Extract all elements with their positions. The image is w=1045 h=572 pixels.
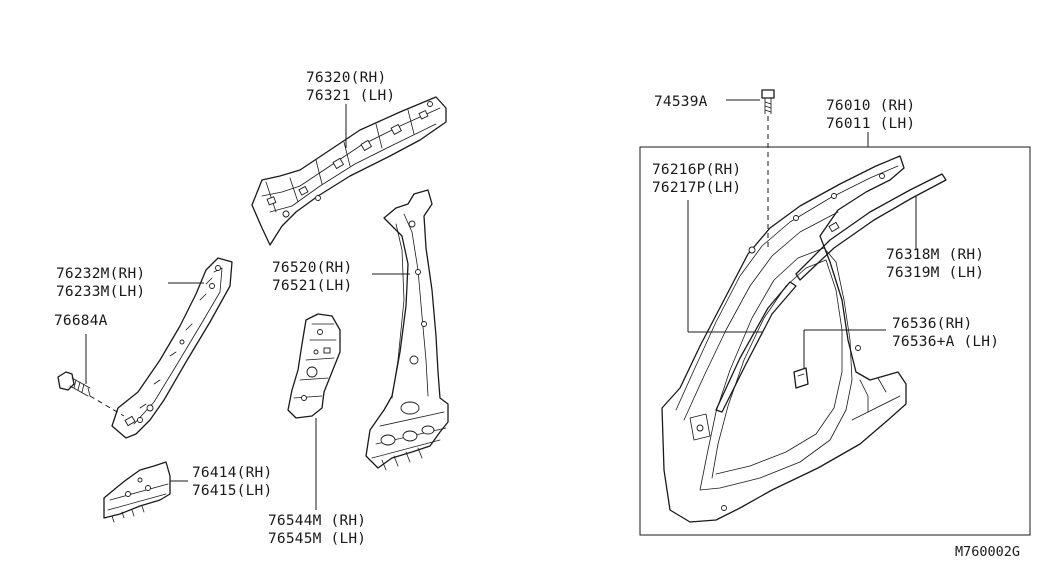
center-pillar-part[interactable] <box>365 189 449 471</box>
clip-76536[interactable] <box>793 367 809 389</box>
callout-76010-rh: 76010 (RH) <box>826 98 915 114</box>
callout-76011-lh: 76011 (LH) <box>826 116 915 132</box>
callout-76232m-rh: 76232M(RH) <box>56 266 145 282</box>
callout-76318m-rh: 76318M (RH) <box>886 247 984 263</box>
callout-76415-lh: 76415(LH) <box>192 483 272 499</box>
sill-bracket-part[interactable] <box>103 461 171 523</box>
callout-76319m-lh: 76319M (LH) <box>886 265 984 281</box>
bolt-74539a[interactable] <box>761 89 775 115</box>
bolt-76684a[interactable] <box>57 371 91 397</box>
callout-76414-rh: 76414(RH) <box>192 465 272 481</box>
front-pillar-weatherstrip-part[interactable] <box>715 281 797 413</box>
roof-weatherstrip-part[interactable] <box>795 173 947 281</box>
callout-76233m-lh: 76233M(LH) <box>56 284 145 300</box>
callout-76536a-lh: 76536+A (LH) <box>892 334 999 350</box>
callout-76217p-lh: 76217P(LH) <box>652 180 741 196</box>
callout-76684a: 76684A <box>54 313 108 329</box>
front-pillar-lower-part[interactable] <box>111 257 233 439</box>
body-side-outer-part[interactable] <box>661 155 907 523</box>
callout-76320-rh: 76320(RH) <box>306 70 386 86</box>
pillar-reinforcement-part[interactable] <box>287 313 341 419</box>
body-side-assembly-frame <box>639 146 1031 536</box>
callout-76536-rh: 76536(RH) <box>892 316 972 332</box>
callout-76544m-rh: 76544M (RH) <box>268 513 366 529</box>
roof-side-rail-part[interactable] <box>251 96 447 246</box>
callout-76521-lh: 76521(LH) <box>272 278 352 294</box>
callout-74539a: 74539A <box>654 94 708 110</box>
callout-76520-rh: 76520(RH) <box>272 260 352 276</box>
callout-76545m-lh: 76545M (LH) <box>268 531 366 547</box>
callout-76321-lh: 76321 (LH) <box>306 88 395 104</box>
diagram-code: M760002G <box>955 544 1020 560</box>
callout-76216p-rh: 76216P(RH) <box>652 162 741 178</box>
